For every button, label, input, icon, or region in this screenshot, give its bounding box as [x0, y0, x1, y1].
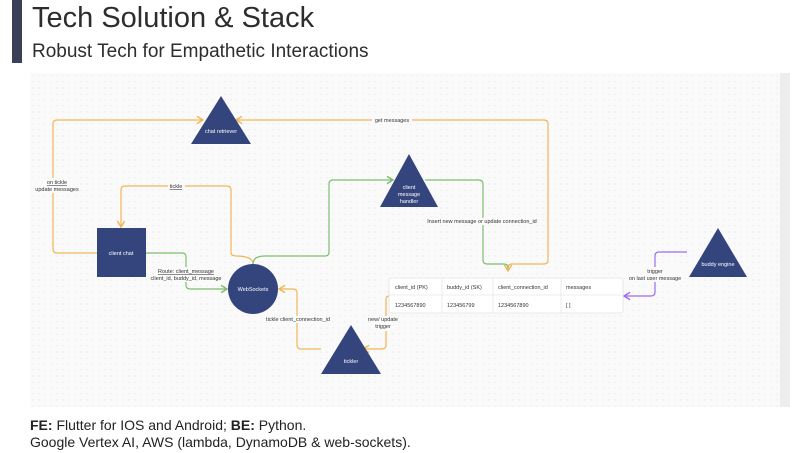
buddy-engine-label: buddy engine — [701, 262, 734, 268]
page-title: Tech Solution & Stack — [32, 2, 315, 34]
chat-retriever-label: chat retriever — [205, 129, 237, 135]
diagram-canvas — [30, 73, 780, 407]
scrollbar[interactable] — [780, 73, 790, 407]
node-tickler[interactable] — [321, 325, 381, 374]
label-get-messages: get messages — [375, 118, 409, 124]
be-value: Python. — [254, 417, 307, 433]
page-subtitle: Robust Tech for Empathetic Interactions — [32, 41, 369, 62]
label-route: Route: client_message — [158, 269, 214, 275]
table-header: client_id (PK) — [395, 285, 428, 291]
table-cell: 1234567890 — [498, 303, 529, 309]
footer-stack-line: FE: Flutter for IOS and Android; BE: Pyt… — [30, 417, 306, 433]
label-new-update: new/ update — [368, 317, 398, 323]
footer-cloud-line: Google Vertex AI, AWS (lambda, DynamoDB … — [30, 434, 411, 450]
label-route-fields: client_id, buddy_id, message — [151, 276, 222, 282]
edge-ws-handler — [252, 175, 395, 265]
edge-insert — [425, 179, 509, 269]
accent-bar — [12, 0, 22, 63]
table-header: messages — [566, 285, 591, 291]
fe-label: FE: — [30, 417, 53, 433]
node-client-message-handler[interactable] — [380, 154, 438, 207]
edge-get-messages — [234, 115, 549, 265]
handler-label-3: handler — [400, 199, 419, 205]
client-chat-label: client chat — [109, 251, 134, 257]
label-tickle: tickle — [170, 184, 183, 190]
edge-tickle — [116, 185, 254, 265]
node-chat-retriever[interactable] — [191, 96, 251, 144]
edge-new-update — [361, 295, 390, 354]
fe-value: Flutter for IOS and Android; — [52, 417, 231, 433]
handler-label-1: client — [403, 185, 416, 191]
node-websockets[interactable] — [228, 264, 278, 314]
table-cell: [ ] — [566, 303, 571, 309]
node-buddy-engine[interactable] — [689, 228, 747, 277]
label-on-tickle: on tickle — [47, 180, 67, 186]
label-update-messages: update messages — [35, 187, 79, 193]
label-trigger-word: trigger — [375, 324, 391, 330]
table-header: client_connection_id — [498, 285, 548, 291]
handler-label-2: message — [398, 192, 420, 198]
be-label: BE: — [230, 417, 255, 433]
label-tickle-conn: tickle client_connection_id — [266, 317, 330, 323]
label-trigger: trigger — [647, 269, 663, 275]
table-header: buddy_id (SK) — [447, 285, 482, 291]
dynamodb-table: client_id (PK) buddy_id (SK) client_conn… — [388, 277, 624, 314]
table-cell: 1234567890 — [395, 303, 426, 309]
edge-get-messages-down — [503, 263, 513, 273]
node-client-chat[interactable] — [97, 228, 146, 277]
table-cell: 123456799 — [447, 303, 475, 309]
tickler-label: tickler — [344, 359, 359, 365]
websockets-label: WebSockets — [238, 287, 269, 293]
label-insert: Insert new message or update connection_… — [427, 219, 536, 225]
label-on-last-message: on last user message — [629, 276, 681, 282]
